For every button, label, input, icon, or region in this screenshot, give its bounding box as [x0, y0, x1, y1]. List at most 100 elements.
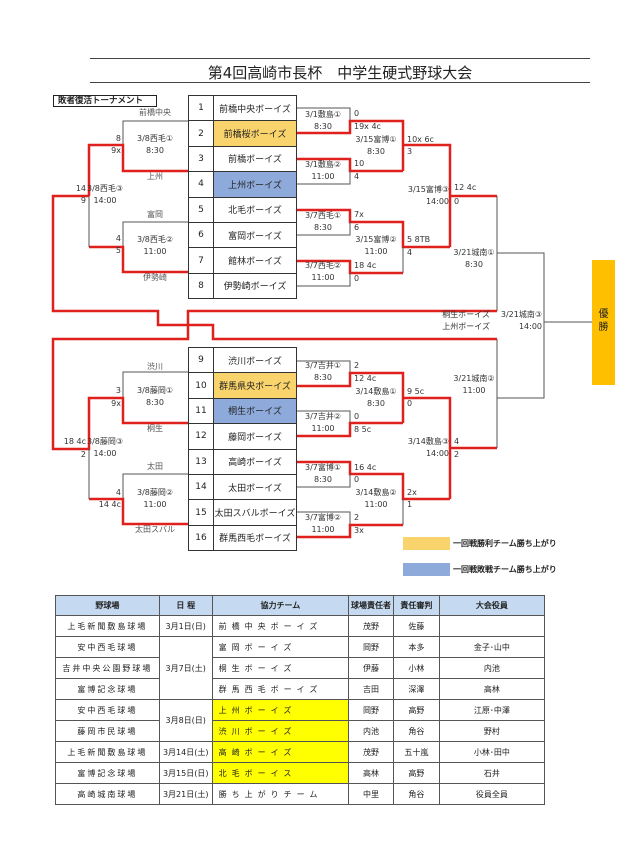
match-date-venue: 3/15富博② [355, 235, 397, 244]
schedule-header-cell: 協力チーム [211, 595, 350, 616]
match-time: 11:00 [143, 247, 167, 256]
schedule-row: 富博記念球場群馬西毛ボーイズ吉田深澤高林 [55, 678, 546, 700]
match-date-venue: 3/8西毛① [136, 134, 174, 143]
winner-path-line [296, 259, 403, 275]
match-date-venue: 3/21城南② [453, 374, 495, 383]
chief-umpire-cell: 深澤 [393, 678, 440, 700]
score-bottom: 14 4c [98, 500, 121, 509]
team-seed: 8 [188, 272, 214, 300]
score-bottom: 5 [115, 246, 121, 255]
chief-umpire-cell: 高野 [393, 762, 440, 784]
match-time: 11:00 [311, 424, 335, 433]
legend-swatch-winner [403, 537, 450, 550]
team-name: 太田ボーイズ [213, 473, 297, 501]
match-time: 11:00 [462, 386, 486, 395]
winner-path-line [89, 245, 188, 274]
schedule-header-cell: 球場責任者 [348, 595, 394, 616]
team-name: 上州ボーイズ [213, 171, 297, 198]
bracket-line [497, 252, 545, 399]
score-top: 16 4c [354, 463, 377, 472]
title-rule-bottom [90, 82, 590, 83]
score-bottom: 4 [354, 172, 360, 181]
score-top: 7x [354, 210, 364, 219]
officials-cell: 小林･田中 [438, 741, 546, 763]
team-seed: 3 [188, 145, 214, 173]
champion-box: 優勝 [592, 260, 615, 385]
date-cell: 3月8日(日) [158, 699, 213, 742]
team-seed: 4 [188, 171, 214, 198]
team-name: 群馬西毛ボーイズ [213, 524, 297, 552]
chief-umpire-cell: 角谷 [393, 720, 440, 742]
match-time: 8:30 [367, 399, 385, 408]
team-seed: 1 [188, 94, 214, 122]
team-seed: 14 [188, 473, 214, 501]
team-name: 伊勢崎ボーイズ [213, 272, 297, 300]
match-date-venue: 3/21城南① [453, 248, 495, 257]
team-name: 渋川ボーイズ [213, 346, 297, 374]
score-bottom: 0 [354, 274, 360, 283]
match-time: 8:30 [314, 223, 332, 232]
loser-side-team-label: 渋川 [147, 362, 163, 371]
score-bottom: 4 [407, 248, 413, 257]
bracket-line [296, 474, 351, 488]
finalist-1: 桐生ボーイズ [442, 310, 490, 319]
team-name: 太田スバルボーイズ [213, 499, 297, 526]
score-bottom: 0 [407, 399, 413, 408]
score-bottom: 0 [354, 475, 360, 484]
bracket-line [296, 511, 351, 525]
match-time: 14:00 [93, 449, 117, 458]
team-seed: 16 [188, 524, 214, 552]
venue-cell: 吉井中央公園野球場 [55, 657, 160, 679]
score-top: 18 4c [63, 437, 86, 446]
match-date-venue: 3/8藤岡② [136, 488, 174, 497]
match-date-venue: 3/7吉井① [304, 361, 342, 370]
score-top: 14 [75, 184, 86, 193]
loser-side-team-label: 桐生 [147, 424, 163, 433]
champion-char-2: 勝 [598, 322, 609, 333]
match-time: 11:00 [311, 273, 335, 282]
match-time: 14:00 [425, 197, 449, 206]
match-date-venue: 3/14敷島① [355, 387, 397, 396]
score-top: 3 [115, 386, 121, 395]
match-time: 8:30 [314, 122, 332, 131]
schedule-row: 吉井中央公園野球場桐生ボーイズ伊藤小林内池 [55, 657, 546, 679]
match-time: 11:00 [311, 172, 335, 181]
team-name: 藤岡ボーイズ [213, 423, 297, 450]
legend-label-loser: 一回戦敗戦チーム勝ち上がり [453, 565, 557, 574]
venue-cell: 安中西毛球場 [55, 699, 160, 721]
match-time: 14:00 [93, 196, 117, 205]
loser-side-team-label: 前橋中央 [139, 108, 171, 117]
team-seed: 6 [188, 221, 214, 249]
date-cell: 3月1日(日) [158, 615, 213, 637]
bracket-line [122, 221, 188, 247]
venue-manager-cell: 茂野 [348, 615, 394, 637]
match-date-venue: 3/7西毛② [304, 261, 342, 270]
chief-umpire-cell: 高野 [393, 699, 440, 721]
title-rule-top [90, 58, 590, 59]
team-seed: 15 [188, 499, 214, 526]
match-time: 11:00 [143, 500, 167, 509]
team-name: 富岡ボーイズ [213, 221, 297, 249]
score-bottom: 9 [80, 196, 86, 205]
winner-path-line [51, 194, 497, 341]
match-time: 11:00 [364, 247, 388, 256]
loser-side-team-label: 太田 [147, 462, 163, 471]
chief-umpire-cell: 本多 [393, 636, 440, 658]
officials-cell: 内池 [438, 657, 546, 679]
venue-manager-cell: 伊藤 [348, 657, 394, 679]
score-top: 2x [407, 488, 417, 497]
page-title: 第4回高崎市長杯 中学生硬式野球大会 [207, 64, 473, 82]
chief-umpire-cell: 五十嵐 [393, 741, 440, 763]
match-time: 11:00 [311, 525, 335, 534]
